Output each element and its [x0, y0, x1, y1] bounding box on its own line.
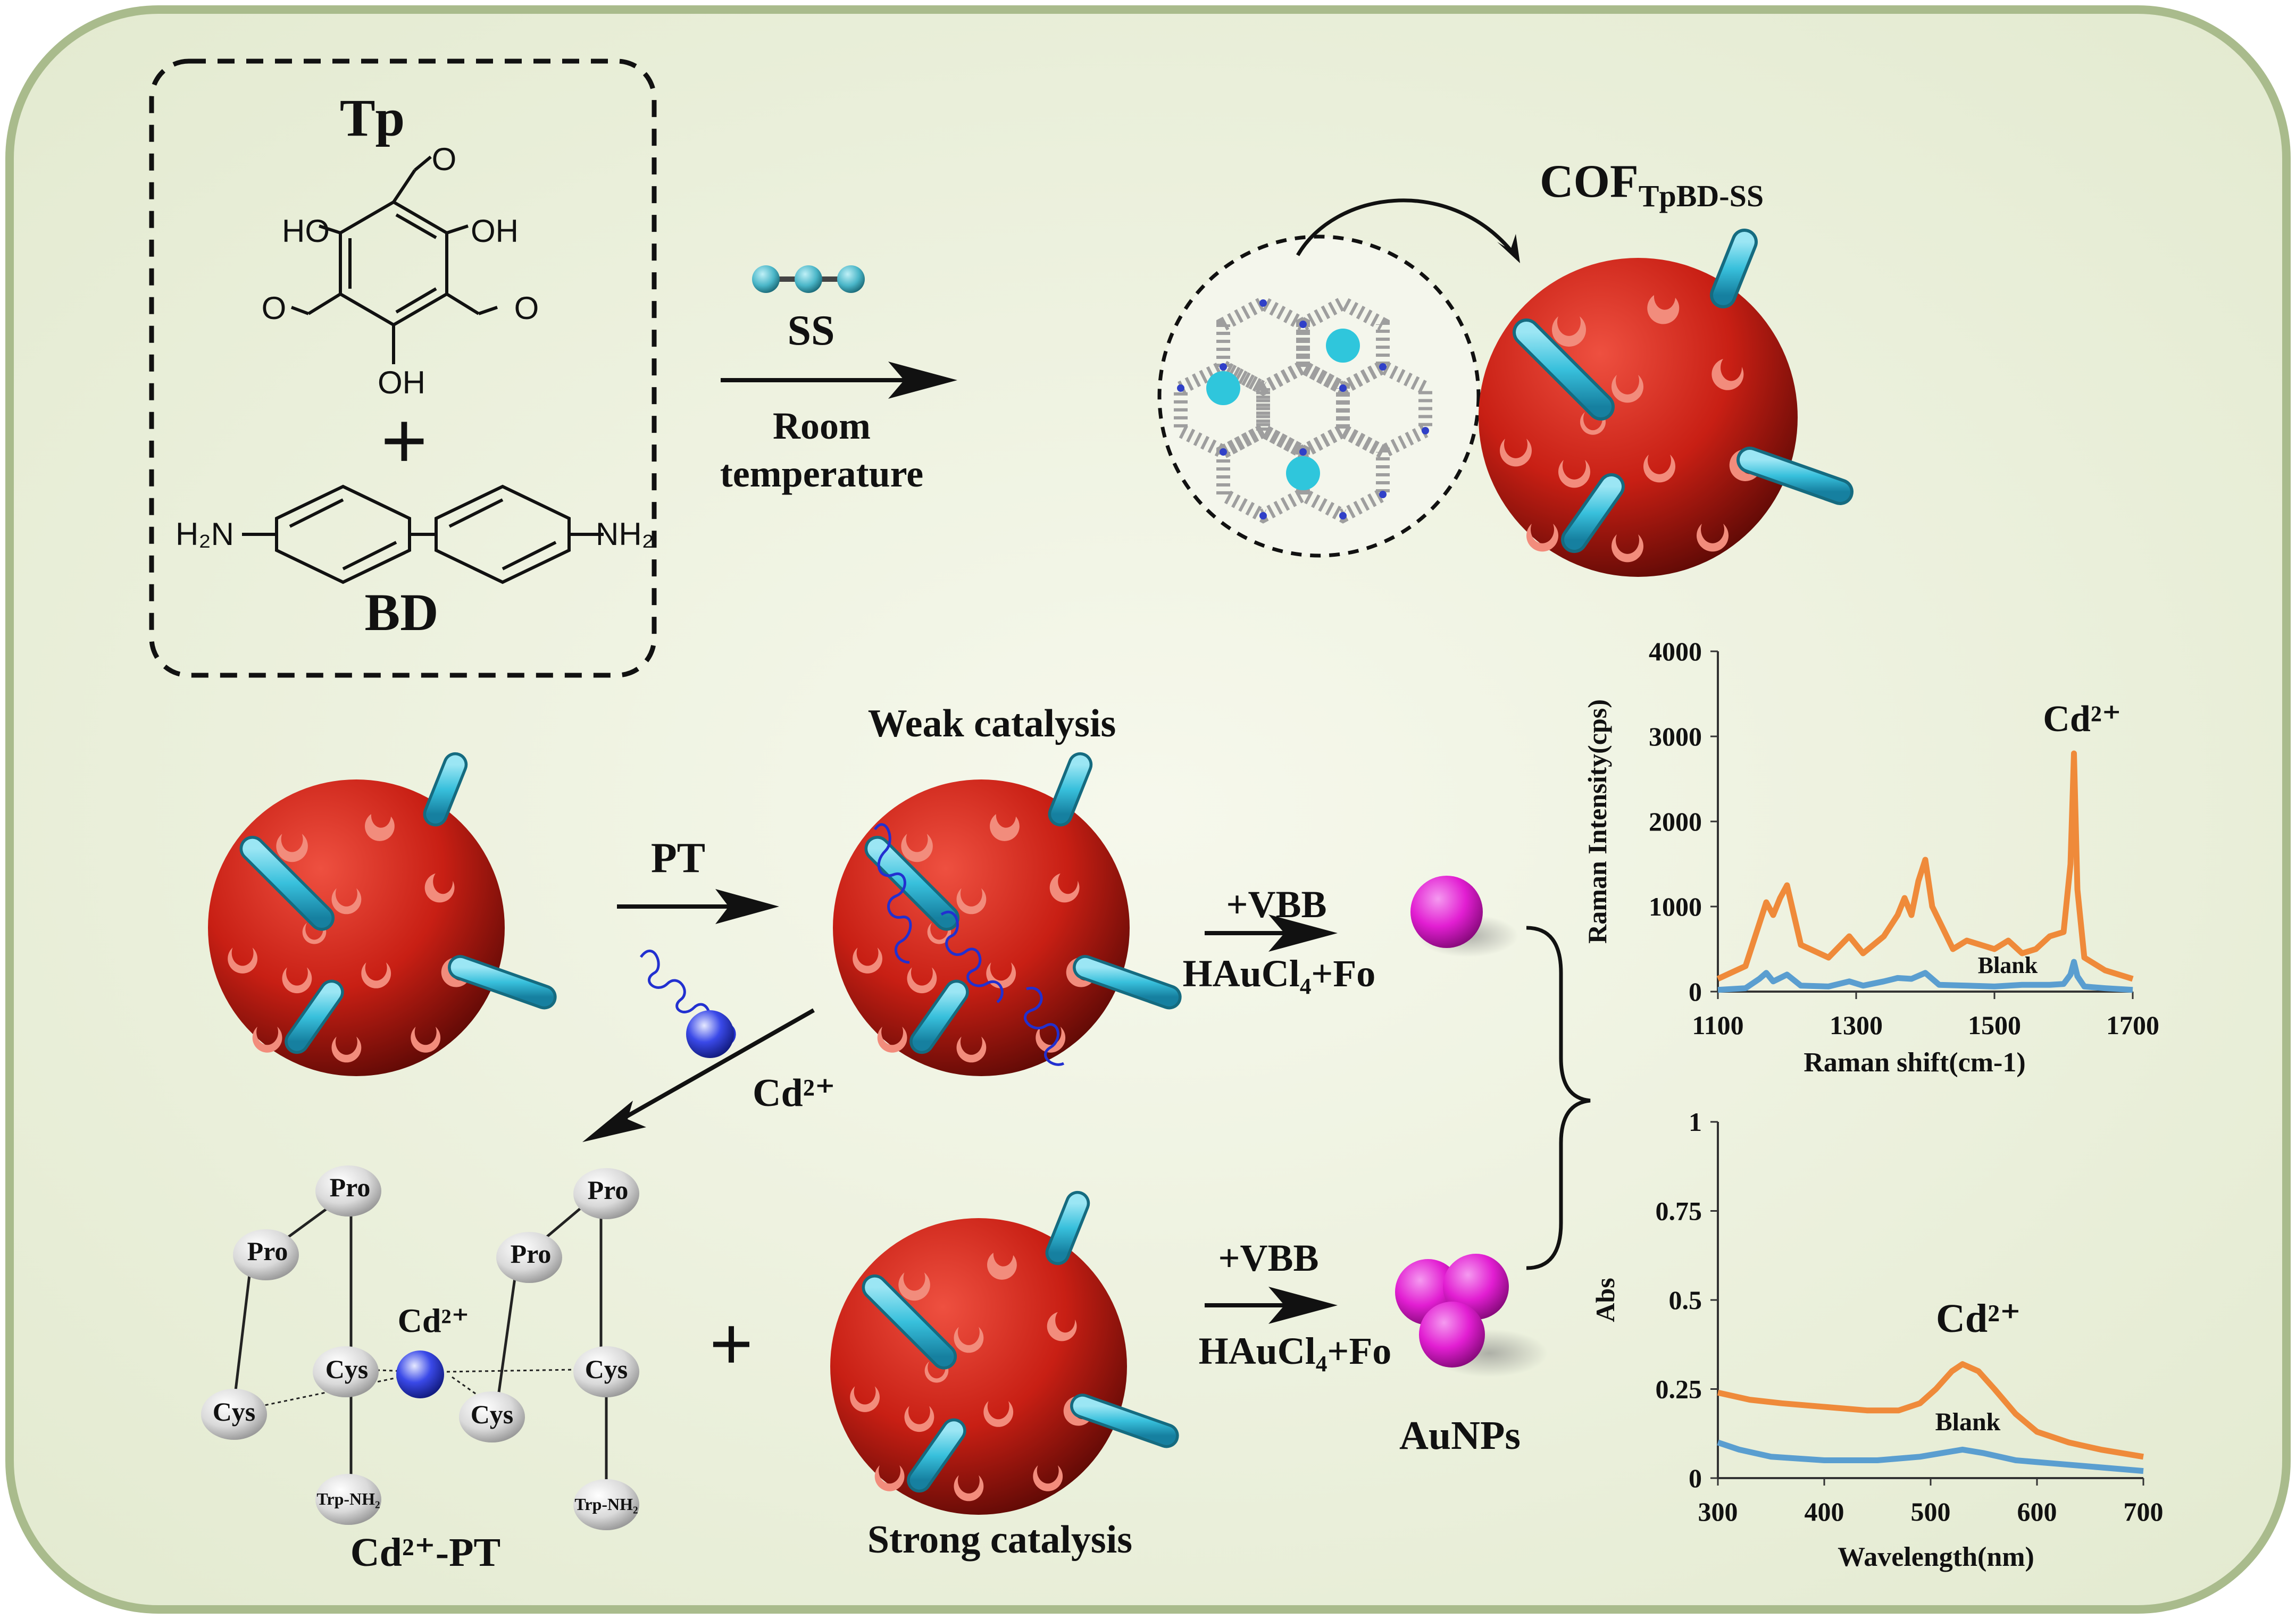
bd-label: BD	[365, 583, 439, 642]
synthesis-step: SS Room temperature	[720, 265, 957, 495]
tp-group-o-right: O	[514, 290, 539, 326]
uvvis-blank-label: Blank	[1935, 1408, 2001, 1436]
uvvis-ytick-label: 0.5	[1669, 1285, 1702, 1315]
condition-temperature-label: temperature	[720, 452, 924, 495]
pore-guest-1	[1206, 371, 1240, 405]
plus-sign-lower: +	[709, 1302, 753, 1385]
reagent-ss-label: SS	[788, 307, 835, 354]
aunps-label: AuNPs	[1399, 1413, 1521, 1458]
raman-xtick-label: 1100	[1692, 1010, 1743, 1040]
pro-label-1: Pro	[330, 1172, 371, 1202]
uvvis-series-cd2	[1717, 1361, 2144, 1460]
uvvis-ytick-label: 0.25	[1656, 1374, 1702, 1404]
raman-ytick-label: 0	[1689, 977, 1702, 1006]
uvvis-series-blank	[1717, 1439, 2144, 1474]
tp-structure	[290, 155, 498, 364]
pt-label: PT	[651, 835, 705, 882]
trp-label-1: Trp-NH₂	[316, 1489, 380, 1508]
cd-ion-label: Cd²⁺	[398, 1302, 470, 1339]
bd-structure	[242, 484, 604, 584]
strong-catalysis-label: Strong catalysis	[867, 1518, 1132, 1562]
pt-aptamer-bound	[873, 823, 1065, 1066]
raman-xtick-label: 1500	[1968, 1010, 2021, 1040]
complex-caption: Cd²⁺-PT	[350, 1530, 500, 1575]
cd-ion-bound	[396, 1350, 444, 1398]
vbb-step-bottom: +VBB HAuCl₄+Fo	[1199, 1237, 1392, 1372]
cys-label-1: Cys	[325, 1354, 369, 1384]
cys-label-4: Cys	[471, 1399, 514, 1429]
uvvis-chart: 300 400 500 600 700 0 0.25 0.5 0.75 1 Abs Wavelen…	[1590, 1107, 2164, 1572]
cof-lattice	[1157, 234, 1481, 558]
condition-room-label: Room	[773, 405, 871, 447]
uvvis-ylabel: Abs	[1590, 1278, 1620, 1322]
raman-xtick-label: 1300	[1830, 1010, 1883, 1040]
uvvis-xtick-label: 700	[2124, 1497, 2164, 1526]
cys-label-2: Cys	[585, 1354, 628, 1384]
raman-ytick-label: 2000	[1649, 807, 1702, 836]
tp-group-o-left: O	[262, 290, 287, 326]
curved-arrow	[1296, 198, 1512, 256]
raman-blank-label: Blank	[1978, 952, 2038, 978]
cd-pt-complex: Pro Pro Pro Pro Cys Cys Cys Cys Trp-NH₂ …	[201, 1165, 639, 1575]
tp-group-oh-right: OH	[471, 213, 519, 249]
aunp-single	[1410, 876, 1483, 948]
tp-label: Tp	[340, 88, 405, 147]
reagents-bottom-label: HAuCl₄+Fo	[1199, 1330, 1392, 1372]
trp-label-2: Trp-NH₂	[574, 1495, 638, 1514]
bd-amine-left: H₂N	[176, 516, 234, 552]
uvvis-ytick-label: 0	[1689, 1463, 1702, 1493]
aunp-cluster	[1395, 1254, 1548, 1377]
uvvis-ytick-label: 0.75	[1656, 1196, 1702, 1226]
raman-chart: 1100 1300 1500 1700 0 1000 2000 3000 4000 Raman …	[1582, 636, 2159, 1078]
pore-guest-2	[1326, 329, 1360, 363]
raman-series-blank	[1717, 959, 2133, 993]
raman-xtick-label: 1700	[2106, 1010, 2159, 1040]
pore-guest-3	[1286, 456, 1320, 490]
pro-label-3: Pro	[588, 1175, 629, 1205]
uvvis-xlabel: Wavelength(nm)	[1838, 1542, 2034, 1572]
pt-step: PT	[617, 835, 779, 1043]
raman-ytick-label: 3000	[1649, 722, 1702, 751]
tp-group-ho: HO	[282, 213, 330, 249]
cof-label: COFTpBD-SS	[1540, 156, 1764, 213]
uvvis-annotation: Cd²⁺	[1936, 1296, 2021, 1341]
vbb-bottom-label: +VBB	[1218, 1237, 1318, 1279]
uvvis-xtick-label: 500	[1911, 1497, 1951, 1526]
raman-ytick-label: 4000	[1649, 636, 1702, 666]
uvvis-xtick-label: 300	[1698, 1497, 1738, 1526]
raman-series-cd2	[1716, 750, 2134, 982]
raman-xlabel: Raman shift(cm-1)	[1804, 1047, 2025, 1078]
cd-ion	[686, 1010, 734, 1058]
pro-label-2: Pro	[247, 1236, 288, 1266]
uvvis-ytick-label: 1	[1689, 1107, 1702, 1137]
monomer-box: Tp HO OH OH O O O +	[149, 58, 657, 678]
bd-amine-right: NH₂	[596, 516, 654, 552]
reagents-top-label: HAuCl₄+Fo	[1183, 952, 1376, 995]
uvvis-xtick-label: 400	[1805, 1497, 1844, 1526]
tp-group-o-top: O	[432, 141, 457, 177]
tp-group-oh-bottom: OH	[378, 365, 425, 400]
uvvis-xtick-label: 600	[2017, 1497, 2057, 1526]
residue-balls	[201, 1165, 639, 1530]
raman-ylabel: Raman Intensity(cps)	[1582, 699, 1612, 944]
cd-arrow-label: Cd²⁺	[753, 1071, 836, 1115]
pro-label-4: Pro	[511, 1239, 552, 1269]
cd-arrow	[597, 1008, 815, 1135]
raman-annotation: Cd²⁺	[2043, 699, 2121, 740]
raman-ytick-label: 1000	[1649, 892, 1702, 921]
plus-sign: +	[381, 396, 428, 485]
curly-brace	[1526, 926, 1591, 1270]
cys-label-3: Cys	[213, 1397, 256, 1427]
vbb-step-top: +VBB HAuCl₄+Fo	[1183, 883, 1376, 995]
weak-catalysis-label: Weak catalysis	[868, 702, 1116, 745]
